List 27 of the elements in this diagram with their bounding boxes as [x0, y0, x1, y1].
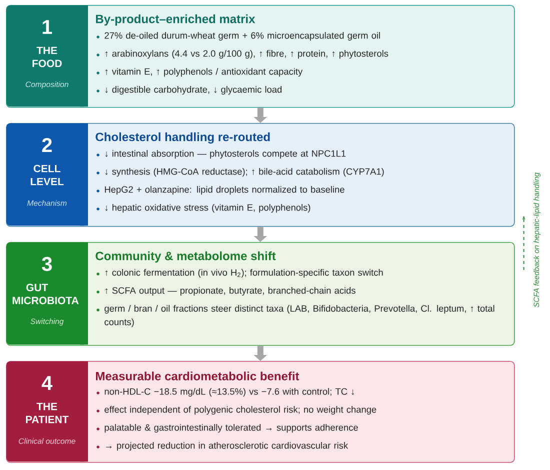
- card-heading: By-product–enriched matrix: [96, 14, 256, 26]
- bullet-item: → projected reduction in atherosclerotic cardiovascular risk: [96, 442, 348, 451]
- bullet-item: ↑ colonic fermentation (in vivo H$_{2}$); formulation-specific taxon switch: [96, 269, 383, 278]
- bullet-item: ↓ hepatic oxidative stress (vitamin E, polyphenols): [96, 204, 310, 213]
- stage-number: 3: [42, 256, 52, 272]
- bullet-item: ↓ digestible carbohydrate, ↓ glycaemic load: [96, 86, 282, 95]
- stage-name: GUT MICROBIOTA: [12, 284, 79, 304]
- stage-number: 4: [42, 376, 52, 390]
- card-heading: Measurable cardiometabolic benefit: [96, 372, 300, 380]
- stage-name: THE FOOD: [32, 46, 62, 68]
- bullet-item: ↓ synthesis (HMG-CoA reductase); ↑ bile-acid catabolism (CYP7A1): [96, 168, 384, 177]
- bullet-item: palatable & gastrointestinally tolerated → supports adherence: [96, 424, 358, 433]
- bullet-item: ↑ arabinoxylans (4.4 vs 2.0 g/100 g), ↑ fibre, ↑ protein, ↑ phytosterols: [96, 50, 388, 59]
- bullet-item: ↓ intestinal absorption — phytosterols compete at NPC1L1: [96, 150, 346, 159]
- card-heading: Community & metabolome shift: [96, 251, 276, 263]
- bullet-item: ↑ vitamin E, ↑ polyphenols / antioxidant capacity: [96, 68, 303, 77]
- stage-name: THE PATIENT: [26, 402, 69, 424]
- stage-name: CELL LEVEL: [30, 164, 64, 186]
- bullet-item: HepG2 + olanzapine: lipid droplets normalized to baseline: [96, 186, 344, 195]
- bullet-item: effect independent of polygenic cholesterol risk; no weight change: [96, 406, 376, 415]
- bullet-item: 27% de-oiled durum-wheat germ + 6% microencapsulated germ oil: [96, 32, 380, 41]
- card-heading: Cholesterol handling re-routed: [96, 132, 270, 144]
- bullet-item: non-HDL-C −18.5 mg/dL (≈13.5%) vs −7.6 with control; TC ↓: [96, 388, 354, 397]
- stage-number: 1: [42, 20, 52, 34]
- bullet-item: ↑ SCFA output — propionate, butyrate, branched-chain acids: [96, 287, 356, 296]
- bullet-item: germ / bran / oil fractions steer distinct taxa (LAB, Bifidobacteria, Prevotella, Cl. leptum, ↑ total counts): [96, 304, 494, 328]
- stage-number: 2: [42, 138, 52, 152]
